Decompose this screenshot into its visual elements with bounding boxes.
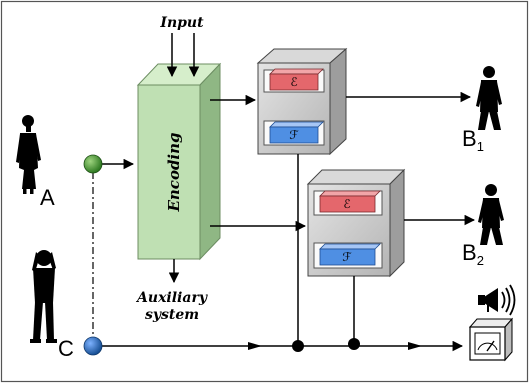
auxiliary-label-line1: Auxiliary (135, 290, 208, 306)
device-lower (306, 168, 406, 278)
junction-node-1 (292, 340, 304, 352)
man-on-phone-icon (30, 250, 57, 343)
party-b2-subscript: 2 (477, 253, 484, 268)
mid-arrow-head-2 (408, 342, 422, 350)
walking-man-icon (478, 184, 504, 245)
megaphone-icon (478, 284, 516, 316)
lower-f-label: ℱ (342, 250, 352, 264)
party-b2-label: B2 (462, 240, 484, 268)
device-upper (256, 47, 348, 156)
blue-node (83, 336, 103, 356)
auxiliary-label-line2: system (145, 307, 199, 323)
upper-e-label: ℰ (290, 75, 297, 89)
junction-node-2 (348, 338, 360, 350)
party-b1-label: B1 (462, 126, 484, 154)
party-b1-letter: B (462, 126, 477, 151)
mid-arrow-head-1 (248, 342, 262, 350)
encoding-label: Encoding (165, 132, 183, 212)
upper-f-label: ℱ (289, 128, 299, 142)
encoding-box (136, 62, 222, 261)
input-label: Input (159, 15, 204, 31)
party-a-label: A (40, 185, 55, 210)
walking-man-icon (476, 66, 502, 130)
party-c-label: C (58, 336, 74, 361)
standing-woman-icon (16, 115, 41, 194)
measurement-meter-icon (468, 317, 514, 362)
party-b2-letter: B (462, 240, 477, 265)
green-node (83, 154, 103, 174)
party-b1-subscript: 1 (477, 139, 484, 154)
lower-e-label: ℰ (343, 197, 350, 211)
